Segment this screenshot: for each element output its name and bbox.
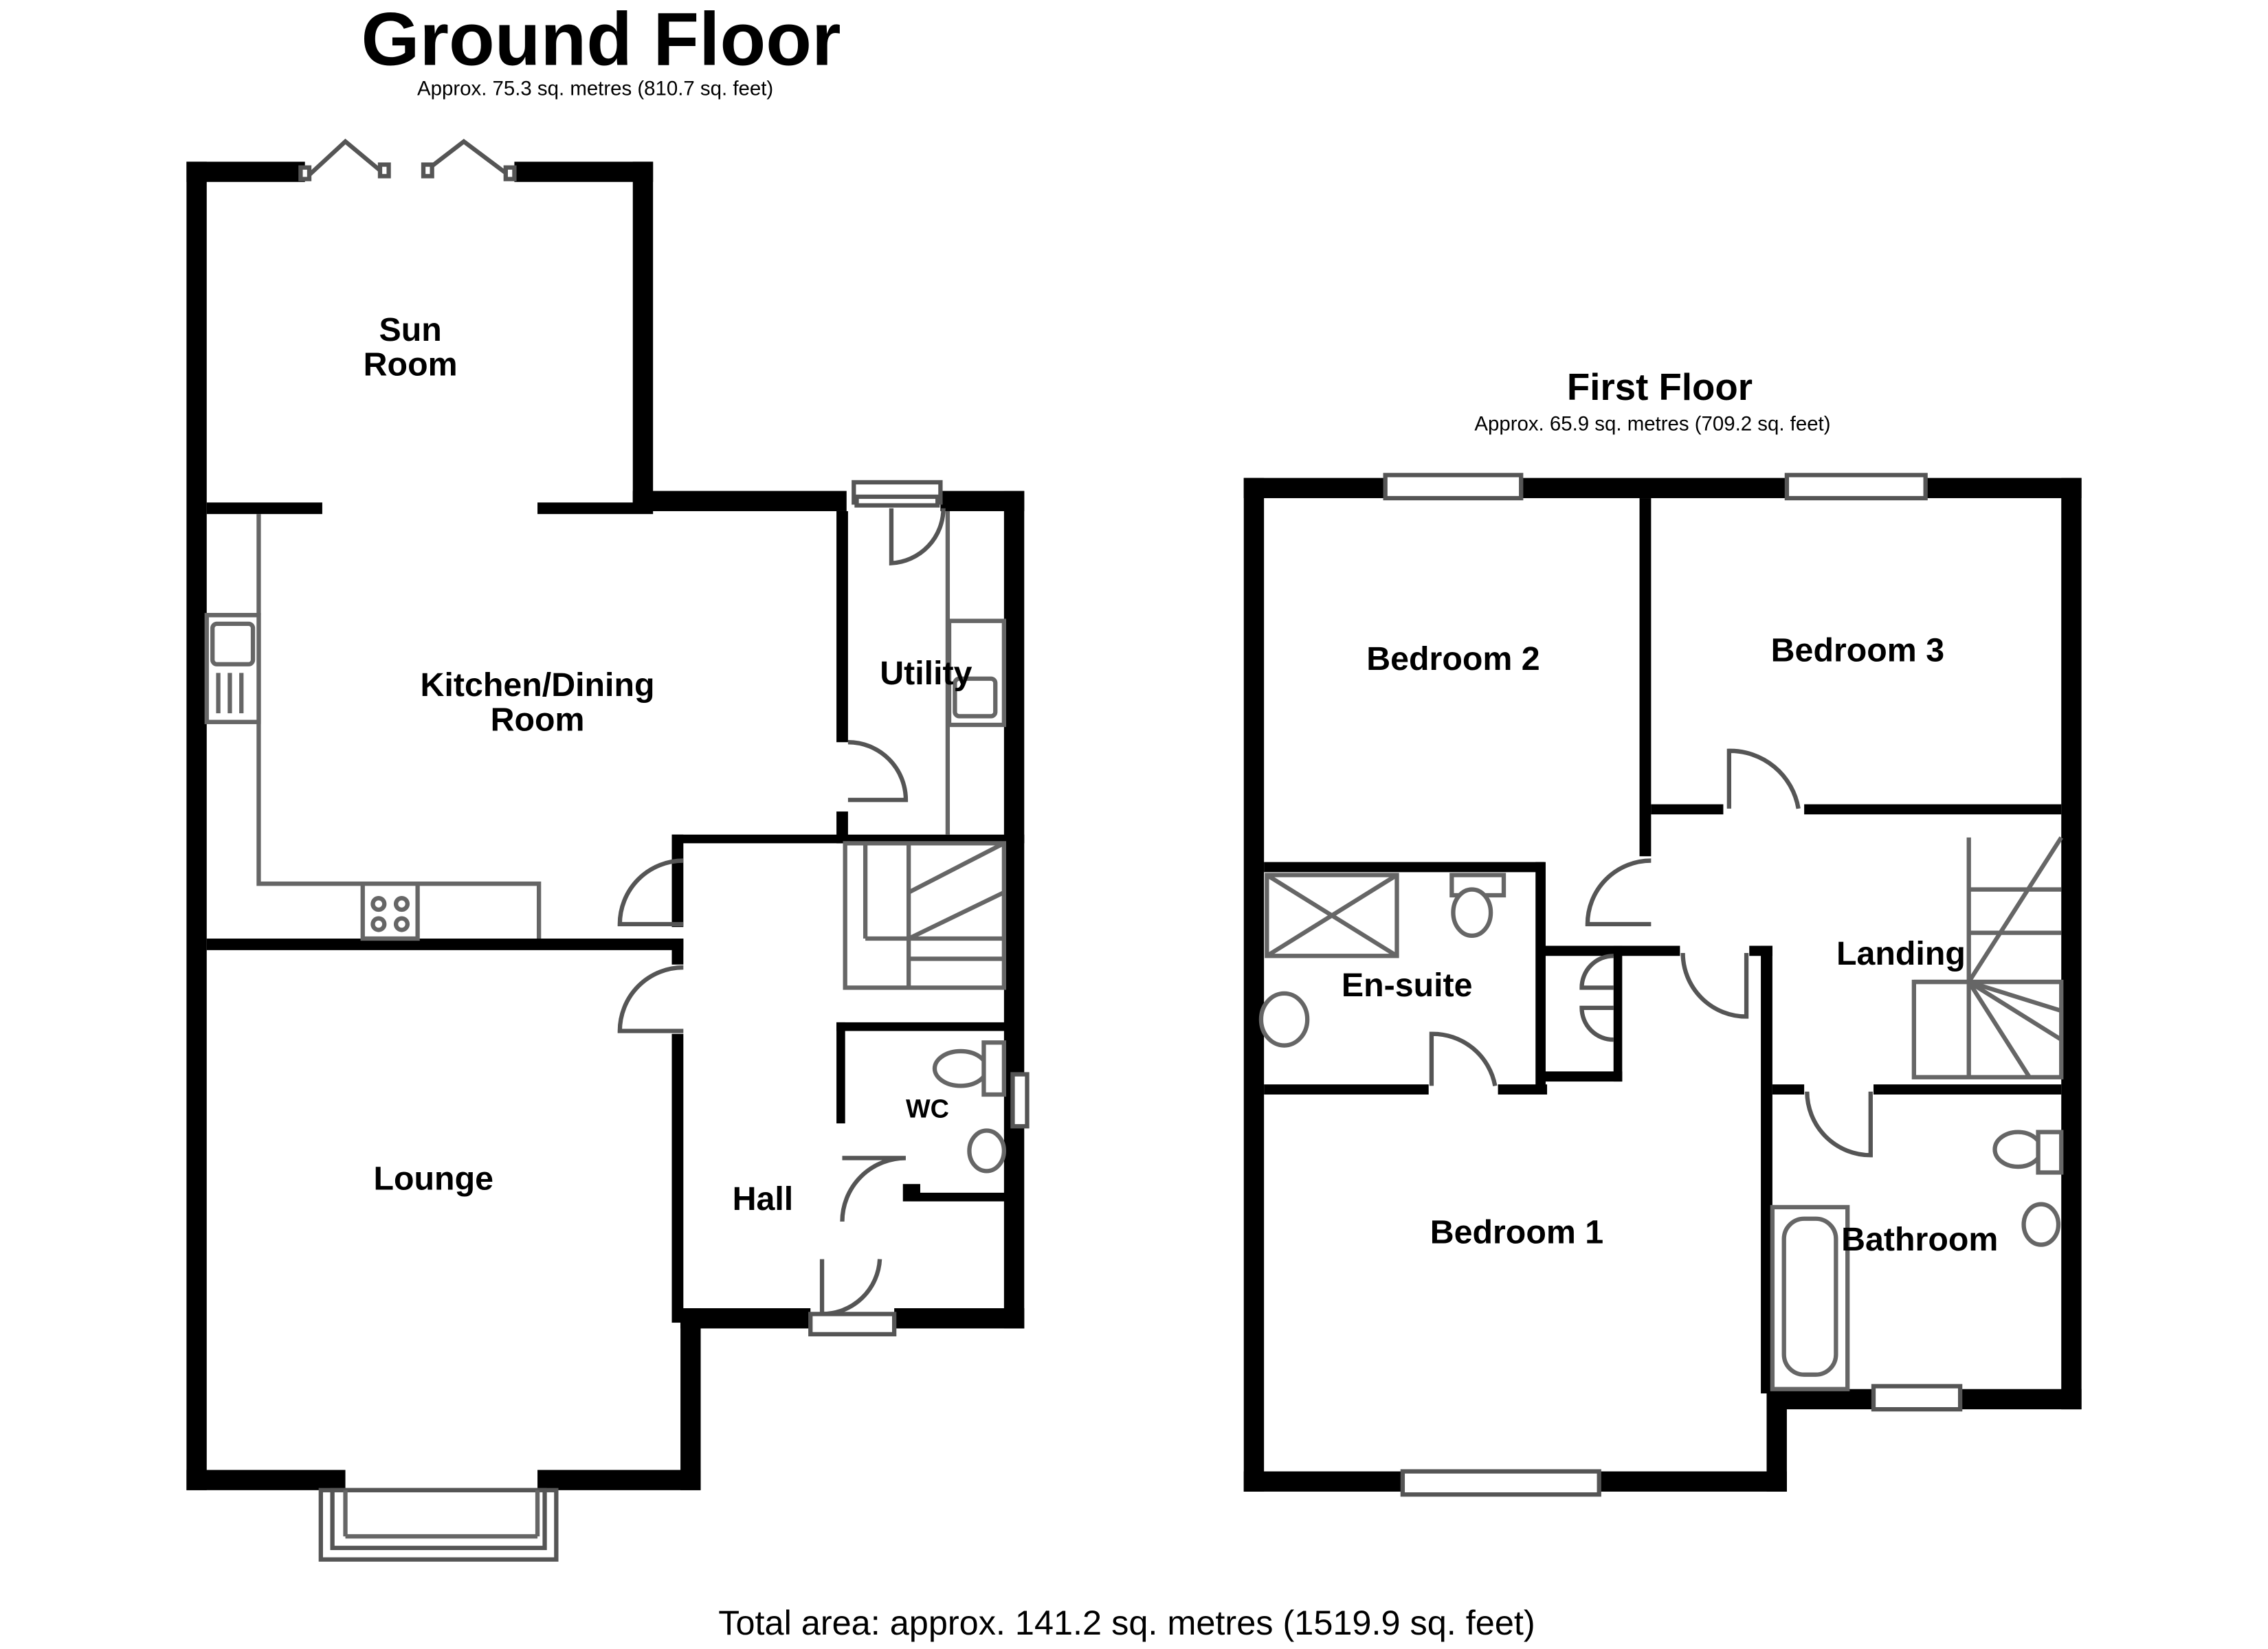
label-lounge: Lounge <box>373 1160 493 1198</box>
label-landing: Landing <box>1836 935 1966 972</box>
ground-floor-plan: Ground Floor Approx. 75.3 sq. metres (81… <box>186 0 1030 1562</box>
cupboard-doors <box>1579 954 1614 1042</box>
first-floor-stairs <box>1911 836 2064 1079</box>
bay-window <box>318 1488 559 1562</box>
first-floor-area: Approx. 65.9 sq. metres (709.2 sq. feet) <box>1474 412 1830 435</box>
label-bedroom-1: Bedroom 1 <box>1430 1213 1603 1250</box>
label-bedroom-3: Bedroom 3 <box>1771 632 1944 669</box>
first-floor-doors <box>1429 748 1873 1158</box>
en-suite-fittings <box>1258 873 1507 1048</box>
label-utility: Utility <box>880 655 972 692</box>
label-bedroom-2: Bedroom 2 <box>1366 640 1539 677</box>
label-kitchen-2: Room <box>491 701 585 738</box>
ground-floor-title: Ground Floor <box>362 0 841 82</box>
wc-fittings <box>932 1040 1030 1174</box>
total-area: Total area: approx. 141.2 sq. metres (15… <box>718 1603 1535 1642</box>
first-floor-plan: First Floor Approx. 65.9 sq. metres (709… <box>1243 366 2082 1497</box>
kitchen-units <box>204 514 542 941</box>
ground-stairs <box>843 841 1007 990</box>
bifold-doors <box>298 138 517 181</box>
first-floor-title: First Floor <box>1567 366 1753 408</box>
label-sun-room: Sun <box>379 311 441 348</box>
label-bathroom: Bathroom <box>1841 1221 1998 1258</box>
ground-floor-area: Approx. 75.3 sq. metres (810.7 sq. feet) <box>417 78 773 100</box>
ground-doors <box>617 494 946 1337</box>
first-floor-walls <box>1243 478 2082 1492</box>
label-sun-room-2: Room <box>364 346 458 383</box>
bathroom-fittings <box>1770 1130 2064 1391</box>
ground-floor-walls <box>186 161 1025 1490</box>
label-en-suite: En-suite <box>1342 967 1473 1004</box>
label-kitchen: Kitchen/Dining <box>421 666 655 704</box>
label-wc: WC <box>906 1095 949 1124</box>
label-hall: Hall <box>733 1180 794 1218</box>
first-floor-windows <box>1383 473 1963 1497</box>
